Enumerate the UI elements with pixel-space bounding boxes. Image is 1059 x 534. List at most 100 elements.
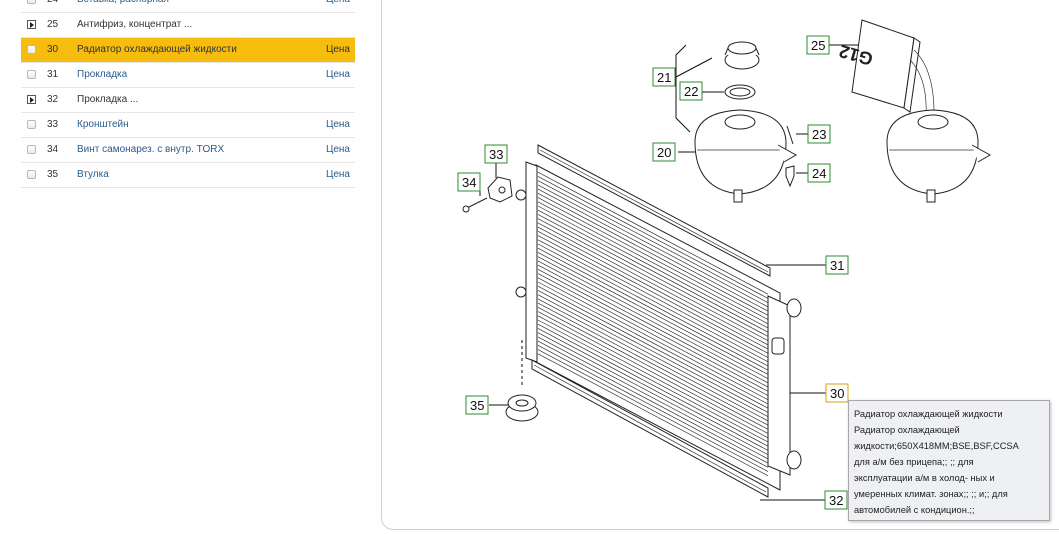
- part-name-link[interactable]: Вставка, распорная: [77, 0, 169, 12]
- part-name-link[interactable]: Прокладка ...: [77, 94, 139, 105]
- tooltip-line: Радиатор охлаждающей: [854, 425, 960, 435]
- callout-31[interactable]: 31: [825, 255, 849, 275]
- callout-30[interactable]: 30: [825, 383, 849, 403]
- price-link[interactable]: Цена: [325, 144, 350, 155]
- callout-25[interactable]: 25: [806, 35, 830, 55]
- radiator-fin-line: [537, 281, 769, 405]
- part-row-34[interactable]: 34 Винт самонарез. с внутр. TORX Цена: [21, 138, 355, 163]
- radiator-fin-line: [537, 323, 769, 447]
- callout-label: 21: [657, 70, 671, 85]
- radiator-fin-line: [537, 188, 769, 312]
- callout-23[interactable]: 23: [807, 124, 831, 144]
- radiator-fin-line: [537, 214, 769, 337]
- tooltip-line: жидкости;650X418MM;BSE,BSF,CCSA: [854, 441, 1019, 451]
- radiator-fin-line: [537, 176, 769, 299]
- expand-arrow-icon[interactable]: [27, 20, 36, 29]
- cap-drawing: [724, 41, 760, 100]
- checkbox-icon[interactable]: [27, 145, 36, 154]
- radiator-fin-line: [537, 197, 769, 320]
- callout-label: 22: [684, 84, 698, 99]
- radiator-fin-line: [537, 205, 769, 329]
- checkbox-icon[interactable]: [27, 70, 36, 79]
- radiator-fin-line: [537, 201, 769, 325]
- price-link[interactable]: Цена: [325, 119, 350, 130]
- callout-34[interactable]: 34: [457, 172, 481, 192]
- part-number: 34: [47, 144, 59, 155]
- expansion-tank-drawing: [694, 109, 798, 203]
- radiator-fin-line: [537, 252, 769, 375]
- callout-label: 23: [812, 127, 826, 142]
- part-number: 33: [47, 119, 59, 130]
- callout-21[interactable]: 21: [652, 67, 676, 87]
- radiator-fin-line: [537, 353, 769, 477]
- part-number: 35: [47, 169, 59, 180]
- part-name-link[interactable]: Кронштейн: [77, 119, 129, 130]
- part-name-link[interactable]: Прокладка: [77, 69, 128, 80]
- expand-arrow-icon[interactable]: [27, 95, 36, 104]
- checkbox-icon[interactable]: [27, 170, 36, 179]
- part-number: 30: [47, 44, 59, 55]
- price-link[interactable]: Цена: [325, 69, 350, 80]
- radiator-fin-line: [537, 171, 769, 295]
- radiator-fin-line: [537, 180, 769, 303]
- part-name-link[interactable]: Радиатор охлаждающей жидкости: [77, 44, 237, 55]
- part-row-30[interactable]: 30 Радиатор охлаждающей жидкости Цена: [21, 38, 355, 63]
- radiator-fin-line: [537, 222, 769, 346]
- radiator-fin-line: [537, 307, 769, 430]
- tooltip-line: умеренных климат. зонах;; ;; и;; для: [854, 489, 1008, 499]
- callout-20[interactable]: 20: [652, 142, 676, 162]
- callout-33[interactable]: 33: [484, 144, 508, 164]
- radiator-fin-line: [537, 302, 769, 426]
- bracket-drawing: [462, 176, 513, 213]
- callout-label: 35: [470, 398, 484, 413]
- radiator-fin-line: [537, 277, 769, 401]
- radiator-fin-line: [537, 247, 769, 371]
- radiator-fin-line: [537, 226, 769, 350]
- part-name-link[interactable]: Антифриз, концентрат ...: [77, 19, 193, 30]
- radiator-fin-line: [537, 231, 769, 354]
- radiator-fin-line: [537, 184, 769, 308]
- callout-label: 20: [657, 145, 671, 160]
- checkbox-icon[interactable]: [27, 120, 36, 129]
- part-row-35[interactable]: 35 Втулка Цена: [21, 163, 355, 188]
- radiator-fin-line: [537, 243, 769, 367]
- radiator-fin-line: [537, 345, 769, 468]
- radiator-fin-line: [537, 193, 769, 316]
- checkbox-icon[interactable]: [27, 45, 36, 54]
- callout-label: 30: [830, 386, 844, 401]
- leader-lines: [479, 44, 862, 501]
- radiator-fin-line: [537, 239, 769, 363]
- callout-35[interactable]: 35: [465, 395, 489, 415]
- tooltip-line: для а/м без прицепа;; ;; для: [854, 457, 974, 467]
- part-row-32[interactable]: 32 Прокладка ...: [21, 88, 355, 113]
- tooltip-line: Радиатор охлаждающей жидкости: [854, 409, 1003, 419]
- callout-32[interactable]: 32: [824, 490, 848, 510]
- part-row-33[interactable]: 33 Кронштейн Цена: [21, 113, 355, 138]
- part-row-25[interactable]: 25 Антифриз, концентрат ...: [21, 13, 355, 38]
- checkbox-icon[interactable]: [27, 0, 36, 4]
- radiator-fin-line: [537, 340, 769, 464]
- part-name-link[interactable]: Втулка: [77, 169, 109, 180]
- radiator-fin-line: [537, 235, 769, 358]
- parts-list: 24 Вставка, распорная Цена 25 Антифриз, …: [21, 0, 355, 188]
- callout-22[interactable]: 22: [679, 81, 703, 101]
- bushing-drawing: [505, 394, 539, 422]
- radiator-drawing: [515, 144, 802, 498]
- part-number: 32: [47, 94, 59, 105]
- radiator-fin-line: [537, 298, 769, 422]
- radiator-fin-line: [537, 332, 769, 455]
- radiator-fin-line: [537, 319, 769, 443]
- callout-24[interactable]: 24: [807, 163, 831, 183]
- part-row-24[interactable]: 24 Вставка, распорная Цена: [21, 0, 355, 13]
- price-link[interactable]: Цена: [325, 169, 350, 180]
- callout-label: 24: [812, 166, 826, 181]
- price-link[interactable]: Цена: [325, 44, 350, 55]
- part-row-31[interactable]: 31 Прокладка Цена: [21, 63, 355, 88]
- price-link[interactable]: Цена: [326, 0, 350, 12]
- radiator-fin-line: [537, 269, 769, 392]
- part-name-link[interactable]: Винт самонарез. с внутр. TORX: [77, 144, 225, 155]
- radiator-fin-line: [537, 218, 769, 341]
- callout-label: 31: [830, 258, 844, 273]
- radiator-fin-line: [537, 260, 769, 384]
